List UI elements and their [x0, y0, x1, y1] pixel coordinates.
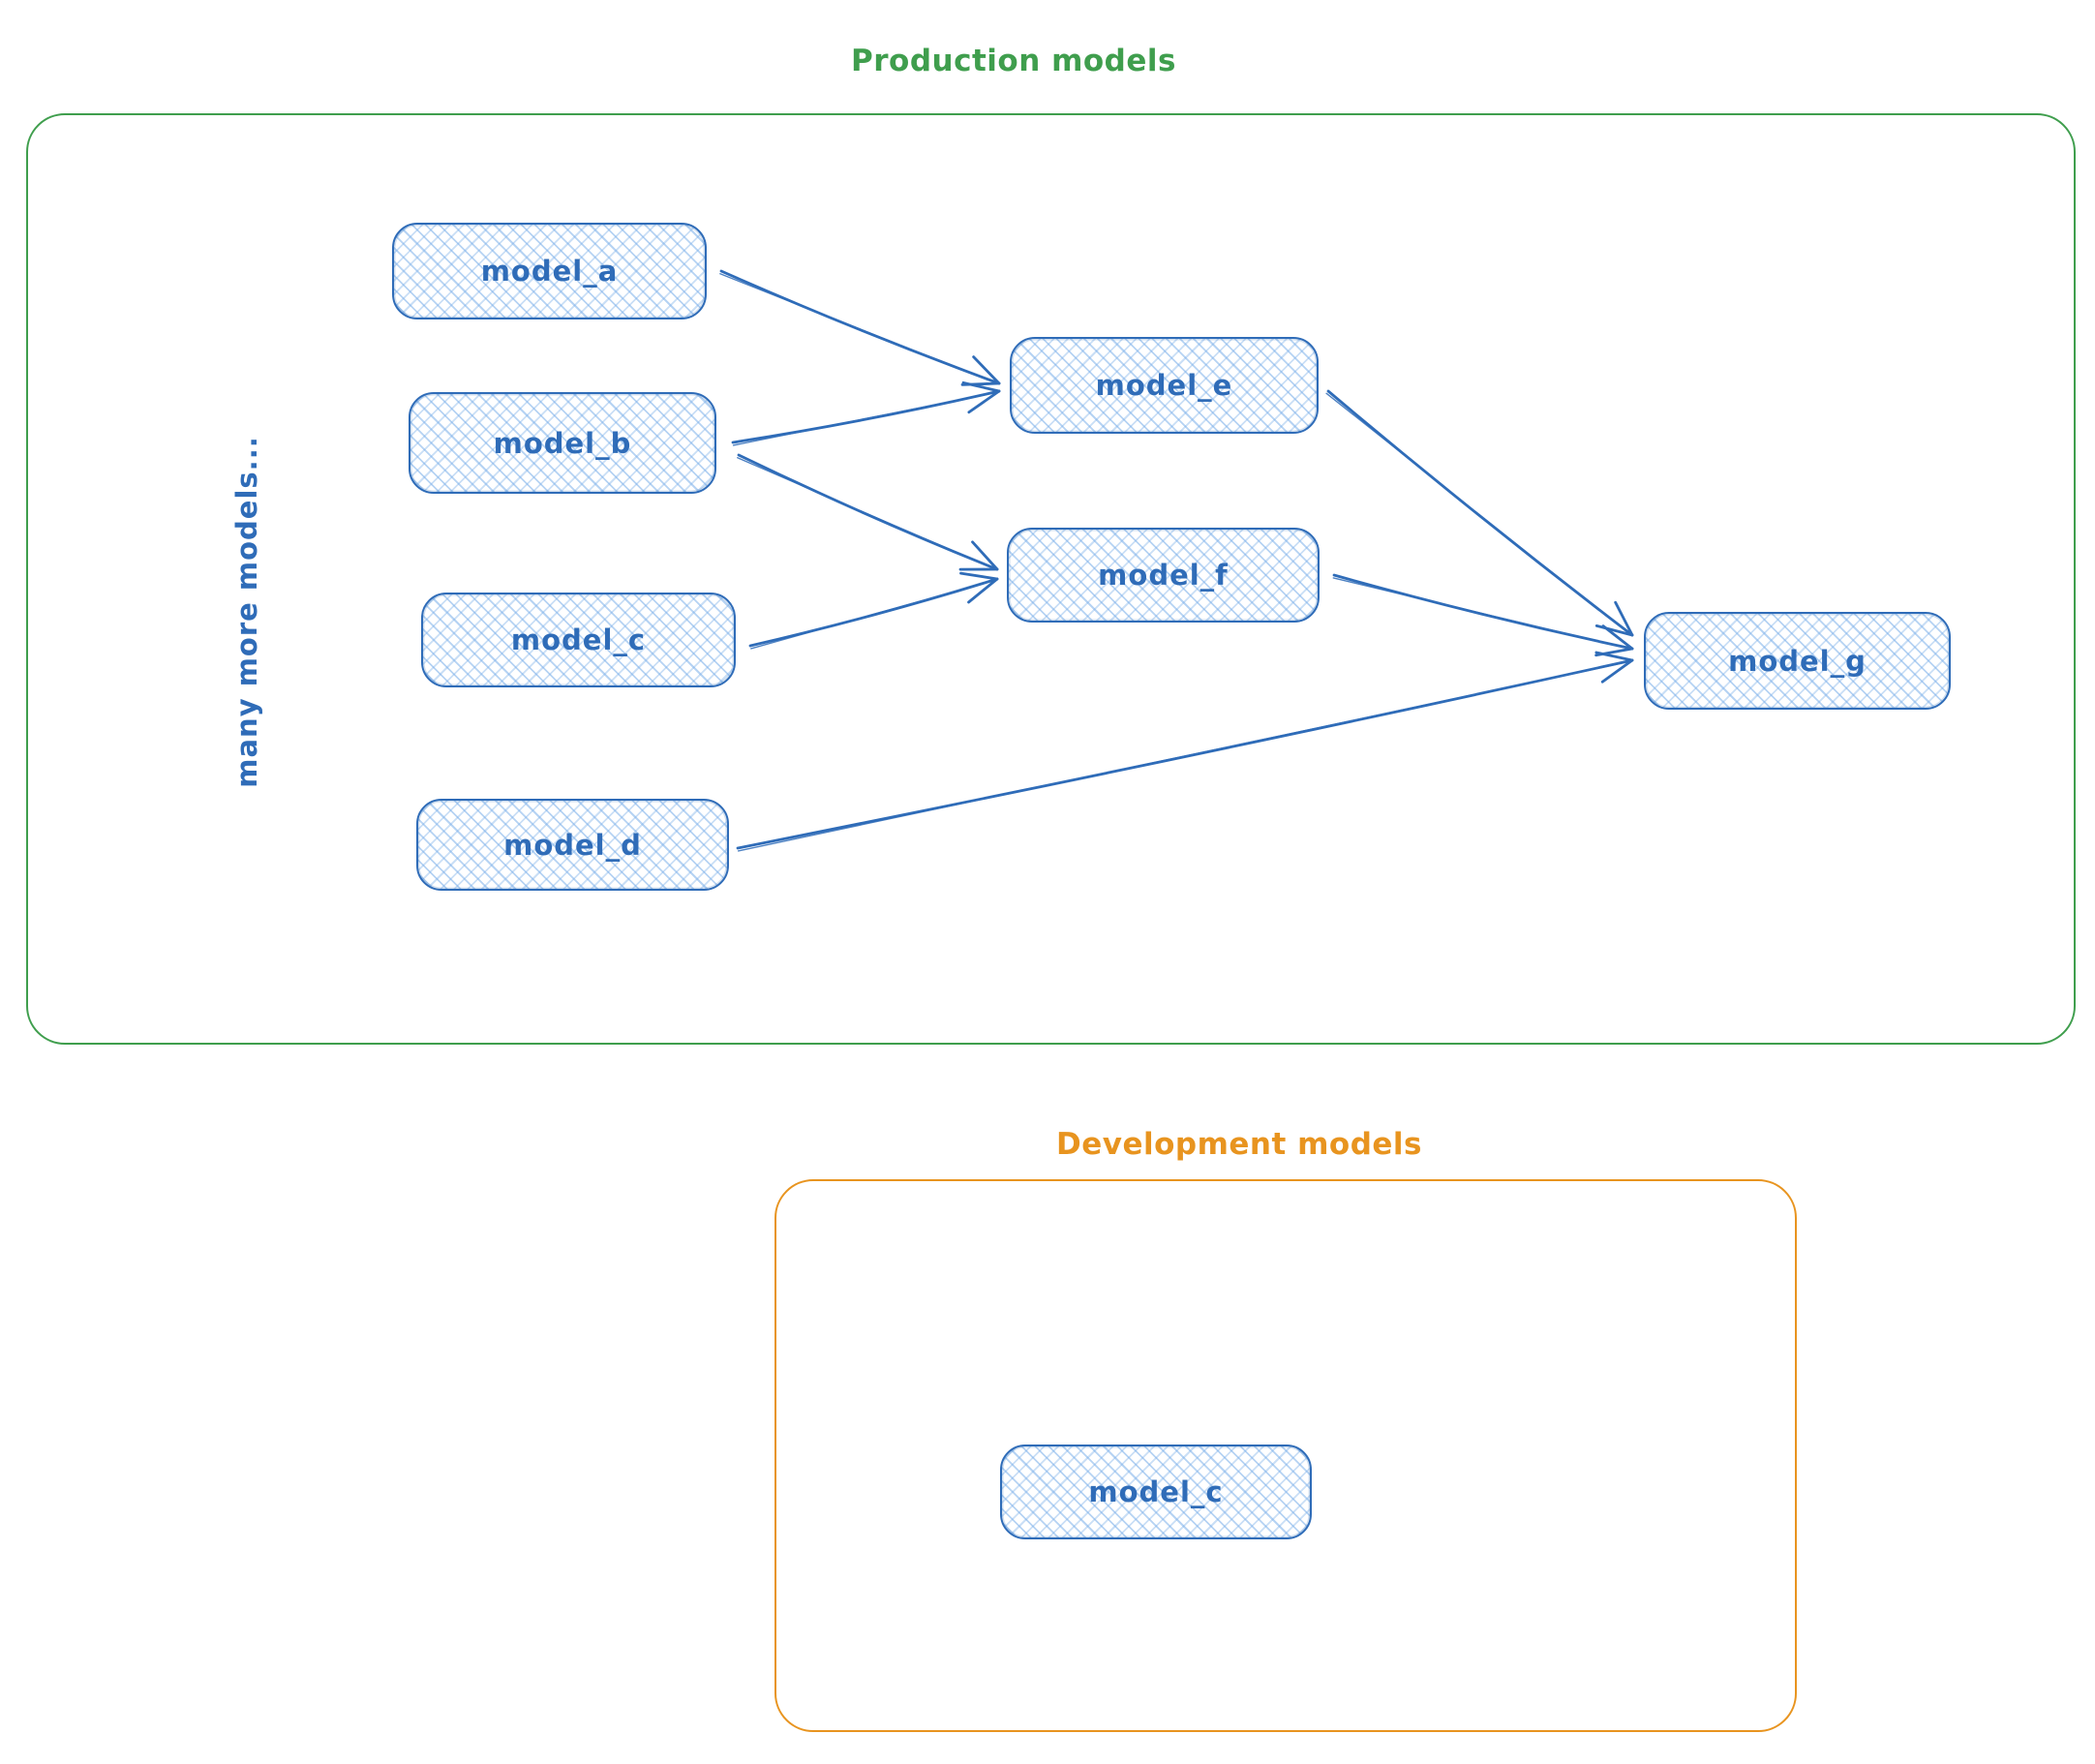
- node-model_e: model_e: [1010, 337, 1319, 434]
- node-label: model_a: [480, 255, 619, 288]
- node-label: model_c: [1088, 1475, 1224, 1508]
- node-model_c_dev: model_c: [1000, 1445, 1312, 1539]
- node-model_g: model_g: [1644, 612, 1951, 710]
- node-label: model_f: [1098, 559, 1229, 592]
- node-label: model_c: [510, 623, 647, 656]
- node-label: model_b: [493, 426, 632, 460]
- production-group-box: [26, 113, 2076, 1045]
- development-group-box: [774, 1179, 1797, 1732]
- production-group-title: Production models: [851, 44, 1176, 78]
- node-label: model_d: [503, 828, 642, 862]
- node-model_d: model_d: [416, 799, 729, 891]
- many-more-models-label: many more models...: [230, 436, 263, 788]
- node-model_a: model_a: [392, 223, 707, 319]
- development-group-title: Development models: [1055, 1127, 1423, 1162]
- node-label: model_g: [1728, 644, 1867, 678]
- node-label: model_e: [1095, 369, 1233, 402]
- node-model_c: model_c: [421, 593, 736, 687]
- node-model_f: model_f: [1007, 528, 1320, 623]
- node-model_b: model_b: [409, 392, 716, 494]
